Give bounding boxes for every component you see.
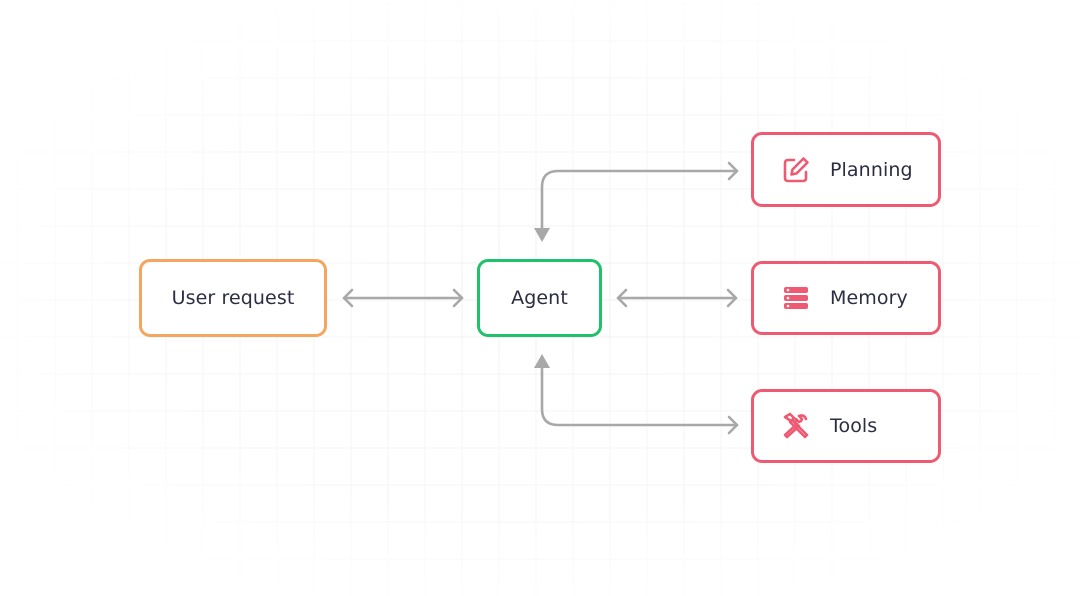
node-user-request[interactable]: User request [139, 259, 327, 337]
edge-user-agent-head-left [342, 288, 354, 308]
edge-agent-planning-line [540, 169, 739, 230]
edge-agent-tools-head-right [727, 415, 739, 435]
node-memory-label: Memory [830, 287, 908, 309]
edge-agent-planning-head-right [727, 161, 739, 181]
node-planning[interactable]: Planning [751, 132, 941, 207]
edge-agent-memory-head-left [616, 288, 628, 308]
node-memory[interactable]: Memory [751, 261, 941, 335]
hammer-wrench-icon [781, 411, 811, 441]
edge-user-agent-head-right [452, 288, 464, 308]
node-tools-label: Tools [830, 415, 878, 437]
edge-agent-memory-head-right [726, 288, 738, 308]
node-user-request-label: User request [171, 287, 295, 309]
pencil-square-icon [781, 155, 811, 185]
edge-agent-tools-line [540, 366, 739, 427]
node-agent[interactable]: Agent [477, 259, 602, 337]
database-stack-icon [781, 283, 811, 313]
node-agent-label: Agent [511, 287, 568, 309]
edge-agent-planning-head-down [534, 228, 550, 242]
node-planning-label: Planning [830, 158, 913, 181]
edge-agent-tools-head-up [534, 354, 550, 368]
node-tools[interactable]: Tools [751, 389, 941, 463]
